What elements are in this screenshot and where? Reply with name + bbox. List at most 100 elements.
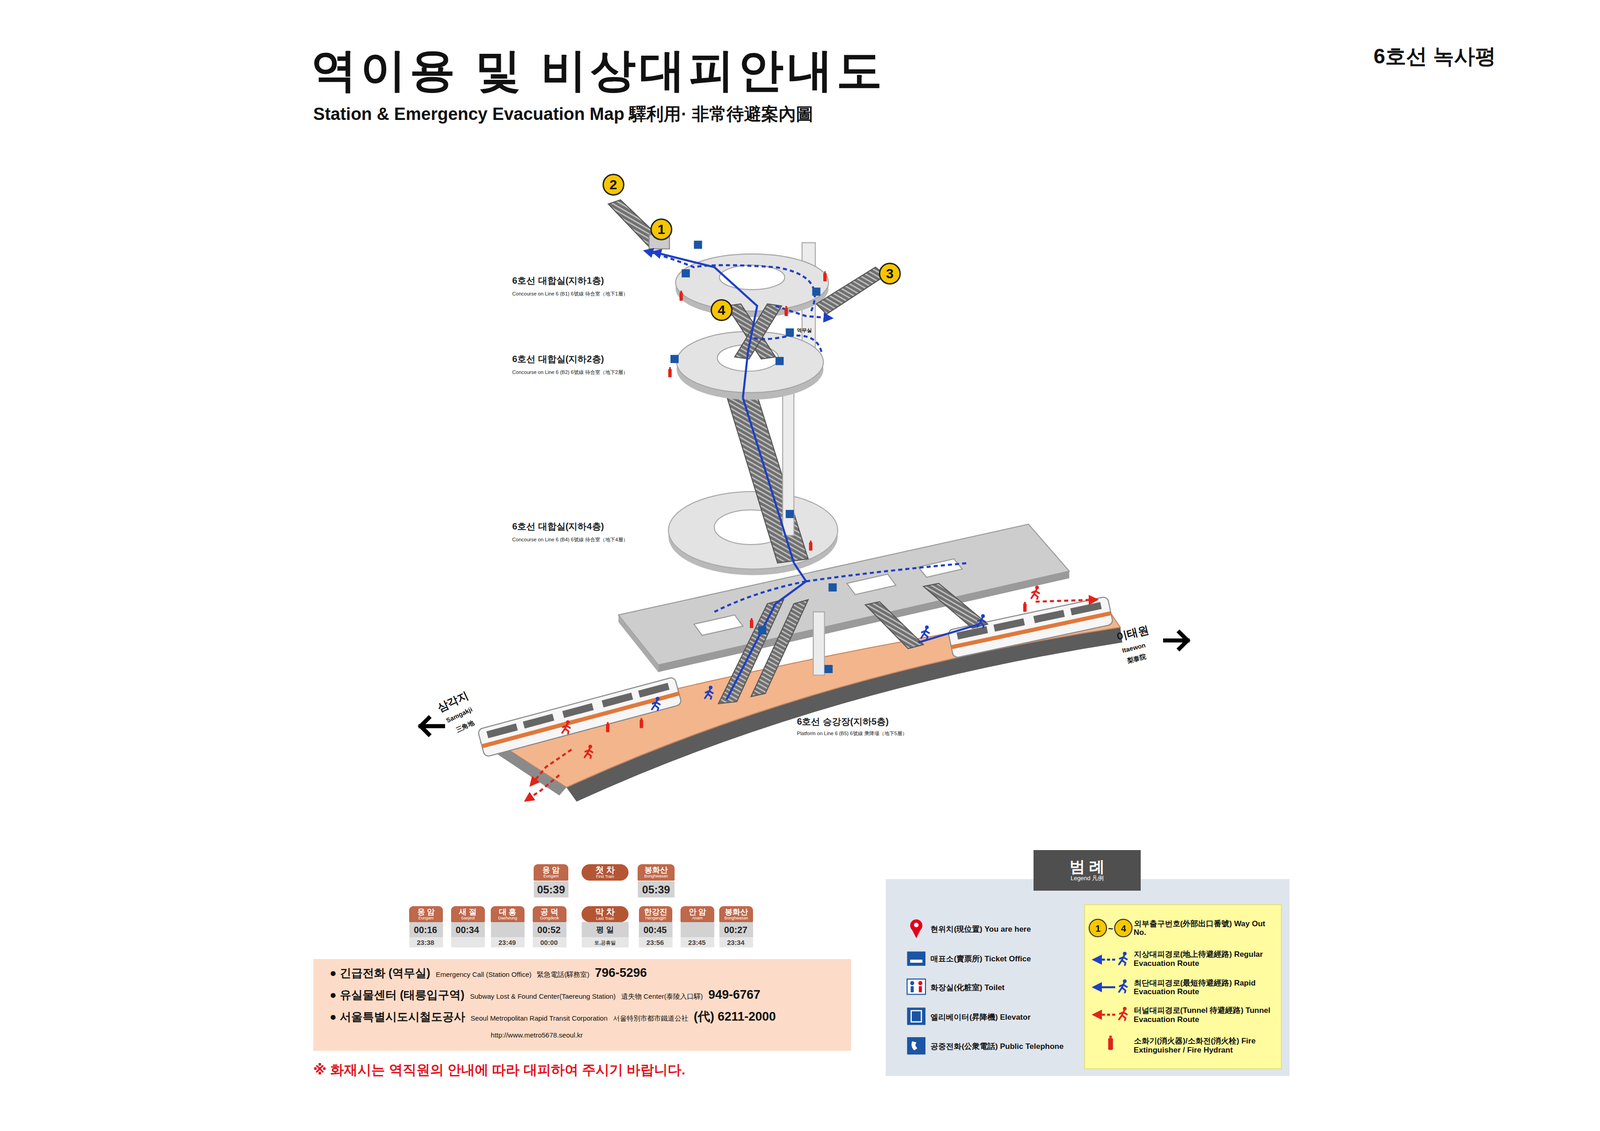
- train: [477, 676, 682, 758]
- info-text: 서울特別市都市鐵道公社: [612, 1014, 689, 1024]
- time-cell: 00:45: [643, 924, 667, 936]
- legend-row: 소화기(消火器)/소화전(消火栓) Fire Extinguisher / Fi…: [1133, 1037, 1280, 1055]
- legend-icon: [910, 986, 915, 993]
- facility-icon: [758, 626, 767, 635]
- exit-label: 2: [609, 177, 618, 192]
- facility-icon: [785, 328, 795, 337]
- legend-icon: [907, 919, 1133, 1055]
- legend-row: 외부출구번호(外部出口番號) Way Out No.: [1133, 919, 1280, 938]
- b4-concourse: [658, 571, 1070, 672]
- fire-extinguisher: [823, 271, 827, 282]
- time-cell: 00:00: [540, 939, 558, 947]
- tab-subtitle: Bonghwasan: [644, 874, 669, 879]
- facility-icon: [824, 664, 833, 674]
- evacuation-route: [714, 581, 806, 613]
- info-row: ● 유실물센터 (태릉입구역)Subway Lost & Found Cente…: [329, 987, 761, 1003]
- legend-text: 현위치(現位置) You are here: [930, 924, 1077, 935]
- legend-icon: [1114, 919, 1133, 937]
- timetable-cell: [581, 937, 629, 948]
- legend-row: 공중전화(公衆電話) Public Telephone: [930, 1042, 1077, 1052]
- info-box: ● 긴급전화 (역무실)Emergency Call (Station Offi…: [313, 959, 852, 1051]
- legend-icon: [910, 919, 923, 939]
- legend-icon: [907, 1007, 926, 1025]
- tab-title: 봉화산: [644, 866, 668, 875]
- time-cell: 23:38: [416, 939, 435, 947]
- person-icon: [921, 625, 930, 640]
- direction-arrow: [420, 632, 1188, 735]
- info-text: 796-5296: [594, 966, 647, 981]
- timetable-cell: [532, 922, 567, 938]
- exit-number: 4: [710, 299, 733, 322]
- tab-subtitle: Saejeol: [461, 916, 475, 921]
- legend-icon: [914, 922, 919, 928]
- exit-number: 1: [650, 218, 673, 241]
- info-url: http://www.metro5678.seoul.kr: [490, 1031, 583, 1039]
- legend-text: 최단대피경로(最短待避經路) Rapid Evacuation Route: [1133, 978, 1280, 997]
- time-cell: 00:27: [724, 924, 748, 936]
- train: [477, 596, 1114, 758]
- station-tab: 한강진Hangangjin: [638, 906, 673, 923]
- room-label: 역무실: [796, 327, 812, 333]
- timetable-cell: [409, 937, 444, 948]
- legend-text: 엘리베이터(昇降機) Elevator: [930, 1012, 1077, 1023]
- direction-label-hanja: 梨泰院: [1126, 653, 1147, 665]
- b4-concourse: [918, 558, 962, 577]
- facility-icon: [775, 357, 784, 366]
- legend-icon: [1118, 979, 1127, 994]
- legend-icon: [1118, 951, 1127, 967]
- legend-icon: [1093, 958, 1116, 961]
- floor-label: 6호선 대합실(지하2층): [512, 353, 604, 364]
- tab-subtitle: Bonghwasan: [724, 916, 749, 921]
- callout-number: 4: [1121, 923, 1127, 934]
- legend-text: 소화기(消火器)/소화전(消火栓) Fire Extinguisher / Fi…: [1133, 1037, 1280, 1055]
- legend-icon: [911, 1010, 922, 1023]
- time-cell: 05:39: [536, 883, 565, 896]
- info-text: ● 긴급전화 (역무실): [329, 965, 431, 981]
- range-mark: ~: [1107, 923, 1114, 934]
- timetable-cell: [490, 937, 525, 948]
- facility-icon: [670, 354, 679, 364]
- facility-icon: [670, 240, 837, 674]
- tab-subtitle: Legend 凡例: [1070, 875, 1104, 882]
- timetable-cell: [680, 937, 715, 948]
- evacuation-route: [918, 624, 980, 643]
- tab-subtitle: Eungam: [543, 874, 559, 879]
- legend-text: 터널대피경로(Tunnel 待避經路) Tunnel Evacuation Ro…: [1133, 1006, 1280, 1025]
- timetable-cell: [719, 937, 754, 948]
- evacuation-route: [742, 397, 795, 563]
- fire-extinguisher: [1023, 601, 1027, 612]
- time-cell: 05:39: [642, 883, 671, 896]
- tab-subtitle: Anam: [691, 916, 703, 921]
- person-icon: [705, 685, 713, 700]
- train: [601, 692, 634, 708]
- facility-icon: [812, 287, 821, 297]
- tab-subtitle: Last Train: [596, 916, 615, 921]
- info-text: 緊急電話(驛務室): [536, 970, 590, 980]
- station-tab: 안 암Anam: [680, 906, 715, 923]
- tunnel-route: [1035, 599, 1097, 602]
- tab-title: 막 차: [595, 907, 615, 917]
- timetable-cell: [409, 922, 444, 938]
- timetable-cell: [451, 922, 485, 938]
- station-tab: 봉화산Bonghwasan: [719, 906, 754, 923]
- legend-row: 지상대피경로(地上待避經路) Regular Evacuation Route: [1133, 950, 1280, 968]
- timetable-cell: [680, 922, 715, 938]
- legend-icon: [1108, 1035, 1113, 1050]
- time-cell: 00:34: [455, 924, 479, 936]
- timetable-cell: [451, 937, 485, 948]
- day-cell: 토,공휴일: [594, 940, 616, 946]
- escalator: [726, 395, 809, 564]
- facility-icon: [828, 583, 837, 592]
- evacuation-route: [805, 562, 970, 582]
- tab-title: 응 암: [417, 908, 436, 917]
- exit-label: 4: [717, 303, 726, 317]
- tab-title: 새 절: [458, 908, 477, 917]
- station-tab: 첫 차First Train: [581, 864, 629, 881]
- evacuation-route: [726, 562, 806, 700]
- info-text: Subway Lost & Found Center(Taereung Stat…: [469, 992, 616, 1001]
- time-cell: 23:34: [727, 939, 745, 947]
- tab-subtitle: Hangangjin: [645, 916, 667, 921]
- person-icon: [651, 696, 660, 712]
- tab-title: 한강진: [644, 908, 668, 917]
- floor-label-en: Concourse on Line 6 (B1) 6號線 待合室（地下1層）: [512, 290, 629, 297]
